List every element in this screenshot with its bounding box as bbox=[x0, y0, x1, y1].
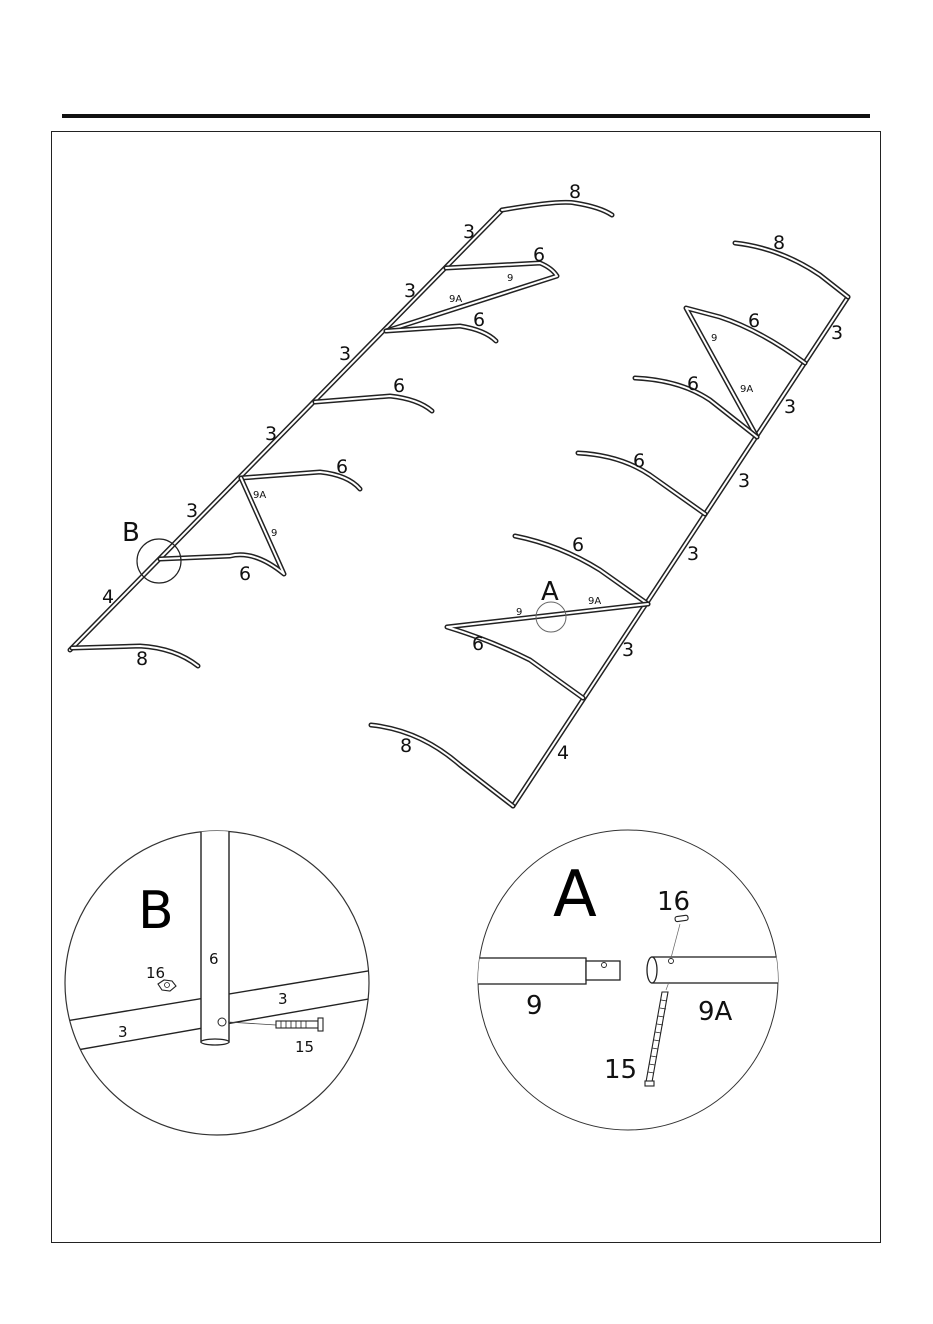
lbl-left-6c: 6 bbox=[393, 375, 405, 397]
right-bar-8-top bbox=[735, 243, 848, 297]
detail-b-rail-left-label: 3 bbox=[118, 1023, 128, 1041]
lbl-right-9A-b: 9A bbox=[588, 596, 601, 607]
lbl-left-3c: 3 bbox=[339, 343, 351, 365]
lbl-left-3d: 3 bbox=[265, 423, 277, 445]
lbl-right-3d: 3 bbox=[687, 543, 699, 565]
detail-a-right-tube-label: 9A bbox=[698, 997, 733, 1027]
left-frame bbox=[70, 202, 612, 666]
lbl-right-3b: 3 bbox=[784, 396, 796, 418]
lbl-left-9b: 9 bbox=[271, 528, 277, 539]
lbl-left-3e: 3 bbox=[186, 500, 198, 522]
lbl-left-9A-b: 9A bbox=[253, 490, 266, 501]
lbl-right-6d: 6 bbox=[572, 534, 584, 556]
detail-b: B 6 3 3 16 15 bbox=[60, 820, 380, 1135]
left-bar-8-bottom bbox=[72, 646, 198, 666]
right-frame-labels: 8 6 9 3 6 9A 3 6 3 6 3 9 9A 6 3 8 4 A bbox=[400, 232, 843, 764]
lbl-left-8-bottom: 8 bbox=[136, 648, 148, 670]
lbl-left-8-top: 8 bbox=[569, 181, 581, 203]
detail-a-nut-label: 16 bbox=[657, 887, 690, 917]
lbl-left-6a: 6 bbox=[533, 244, 545, 266]
lbl-right-6a: 6 bbox=[748, 310, 760, 332]
lbl-right-8-bottom: 8 bbox=[400, 735, 412, 757]
lbl-right-9A-a: 9A bbox=[740, 384, 753, 395]
lbl-left-9a: 9 bbox=[507, 273, 513, 284]
lbl-left-6e: 6 bbox=[239, 563, 251, 585]
lbl-right-3c: 3 bbox=[738, 470, 750, 492]
lbl-left-6b: 6 bbox=[473, 309, 485, 331]
detail-b-bolt-label: 15 bbox=[295, 1038, 314, 1056]
lbl-left-3a: 3 bbox=[463, 221, 475, 243]
left-bar-8-top bbox=[502, 202, 612, 215]
lbl-right-3e: 3 bbox=[622, 639, 634, 661]
lbl-right-6c: 6 bbox=[633, 450, 645, 472]
lbl-right-8-top: 8 bbox=[773, 232, 785, 254]
lbl-left-4: 4 bbox=[102, 586, 114, 608]
lbl-right-3a: 3 bbox=[831, 322, 843, 344]
callout-label-b: B bbox=[122, 518, 140, 548]
detail-b-nut-label: 16 bbox=[146, 964, 165, 982]
lbl-left-9A-a: 9A bbox=[449, 294, 462, 305]
detail-a-bolt-label: 15 bbox=[604, 1055, 637, 1085]
lbl-right-6e: 6 bbox=[472, 633, 484, 655]
lbl-left-6d: 6 bbox=[336, 456, 348, 478]
lbl-right-9b: 9 bbox=[516, 607, 522, 618]
detail-b-rail-right-label: 3 bbox=[278, 990, 288, 1008]
lbl-right-9a: 9 bbox=[711, 333, 717, 344]
detail-a-left-tube-label: 9 bbox=[526, 991, 543, 1021]
detail-a-title: A bbox=[553, 858, 597, 932]
right-bar-8-bottom bbox=[371, 725, 513, 806]
detail-a: A 16 9 9A 15 bbox=[470, 830, 782, 1130]
lbl-right-6b: 6 bbox=[687, 373, 699, 395]
left-frame-labels: 8 3 6 9 9A 3 6 3 6 3 6 3 9A 9 6 4 8 B bbox=[102, 181, 581, 670]
lbl-right-4: 4 bbox=[557, 742, 569, 764]
detail-b-title: B bbox=[138, 881, 174, 941]
callout-label-a: A bbox=[541, 577, 559, 607]
detail-b-post-label: 6 bbox=[209, 950, 219, 968]
lbl-left-3b: 3 bbox=[404, 280, 416, 302]
